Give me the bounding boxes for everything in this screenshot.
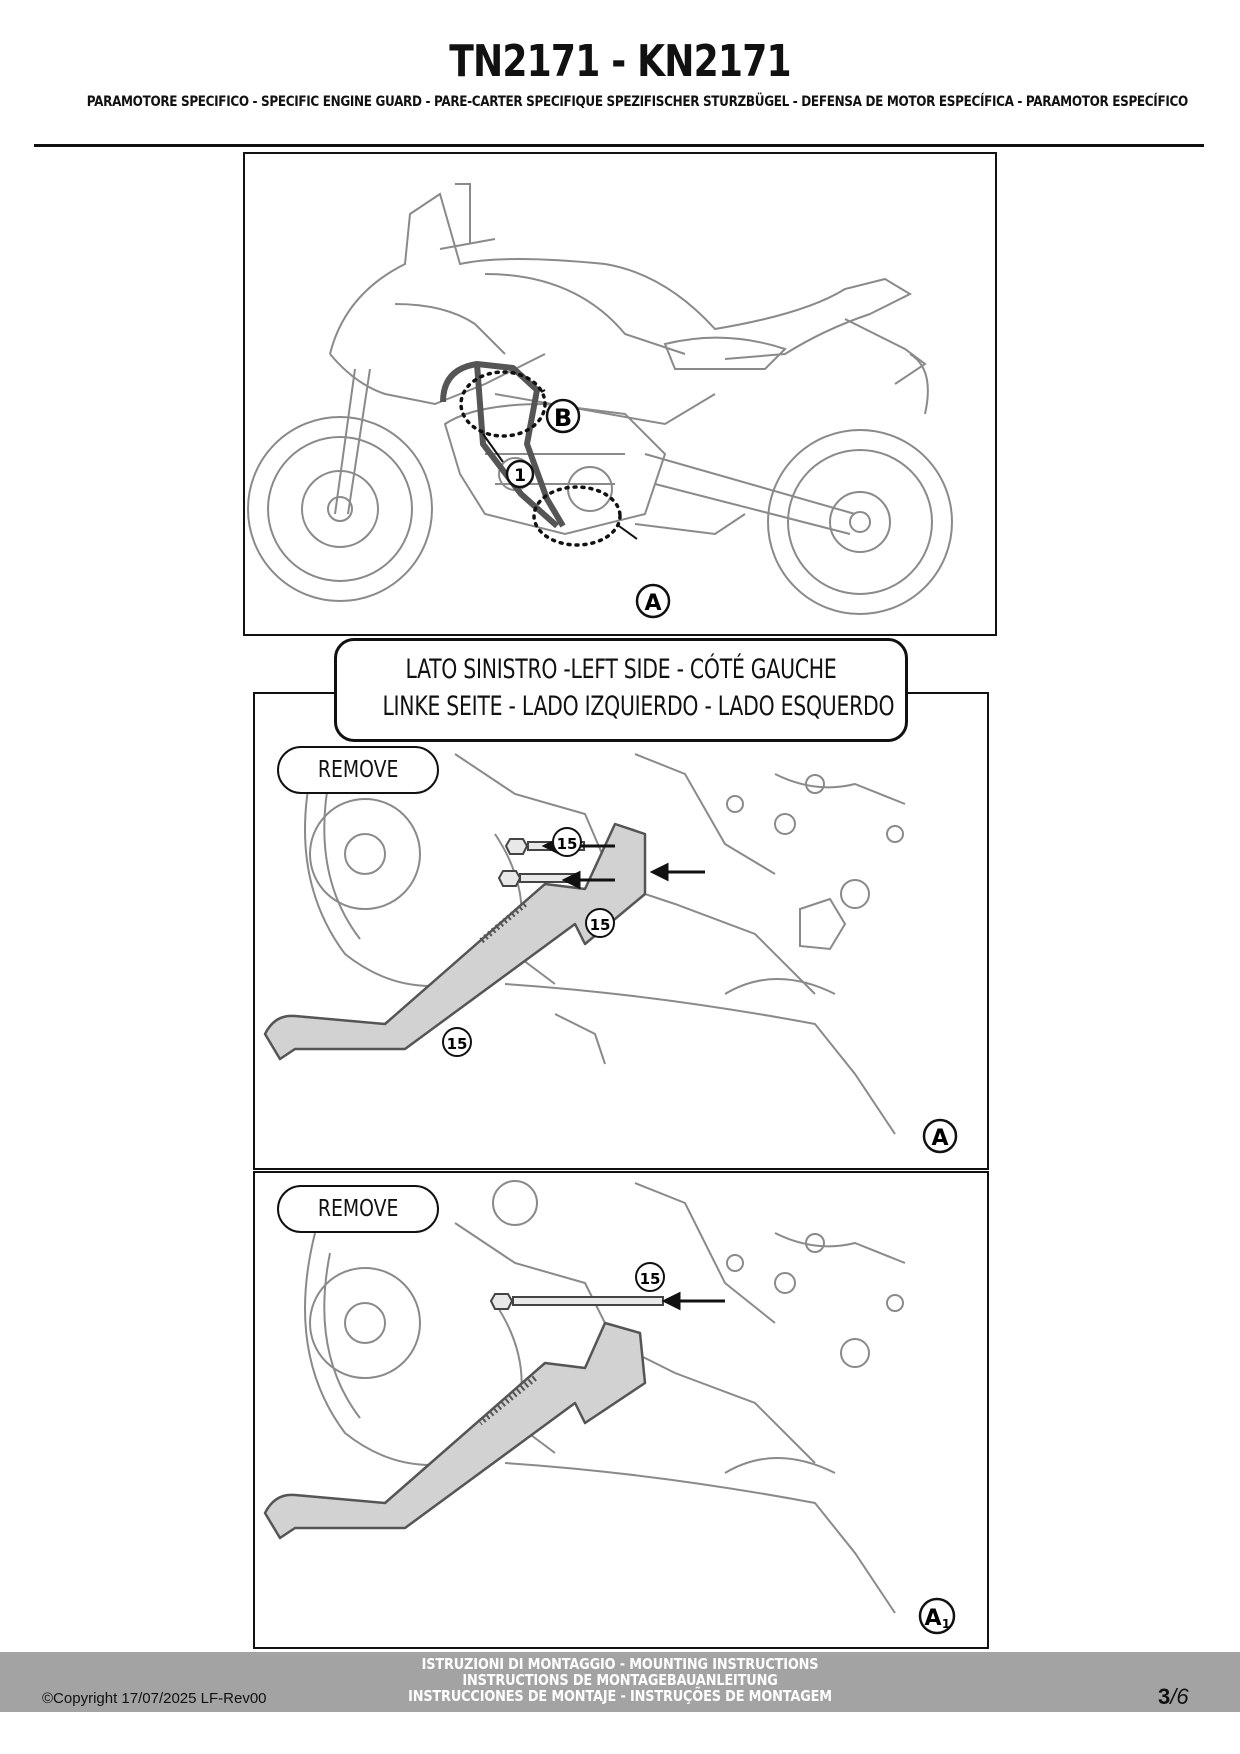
footer-line-2: INSTRUCTIONS DE MONTAGEBAUANLEITUNG bbox=[462, 1671, 778, 1689]
side-stand bbox=[263, 822, 647, 1061]
side-stand bbox=[263, 1321, 647, 1540]
detail-a1-panel: REMOVE bbox=[253, 1171, 989, 1649]
callout-b-letter: B bbox=[554, 404, 572, 432]
part-1-number: 1 bbox=[514, 466, 526, 486]
screw-badge-3: 15 bbox=[442, 1027, 472, 1057]
screw-badge-2: 15 bbox=[585, 908, 615, 938]
callout-a-badge: A bbox=[635, 583, 671, 619]
copyright-notice: ©Copyright 17/07/2025 LF-Rev00 bbox=[42, 1690, 267, 1707]
detail-a1-letter: A bbox=[924, 1606, 941, 1631]
detail-a-panel: REMOVE bbox=[253, 692, 989, 1170]
detail-a-letter: A bbox=[931, 1126, 948, 1151]
remove-label: REMOVE bbox=[277, 1185, 439, 1233]
callout-b-badge: B bbox=[545, 398, 581, 434]
remove-label: REMOVE bbox=[277, 746, 439, 794]
detail-a1-drawing: 15 A 1 bbox=[263, 1180, 956, 1635]
side-label-box: LATO SINISTRO -LEFT SIDE - CÓTÉ GAUCHE L… bbox=[334, 638, 908, 742]
screw-number: 15 bbox=[557, 835, 578, 853]
page-number: 3/6 bbox=[1158, 1684, 1189, 1710]
detail-a-corner-badge: A bbox=[922, 1118, 958, 1154]
page-current: 3 bbox=[1158, 1684, 1171, 1709]
motorcycle-overview-drawing: B A 1 bbox=[247, 183, 953, 619]
overview-illustration-panel: B A 1 bbox=[243, 152, 997, 636]
detail-a1-subscript: 1 bbox=[942, 1617, 950, 1631]
page-total: /6 bbox=[1170, 1684, 1189, 1709]
callout-a-letter: A bbox=[644, 591, 661, 616]
screw-number: 15 bbox=[447, 1035, 468, 1053]
rear-wheel bbox=[767, 429, 953, 615]
engine-guard-part bbox=[440, 361, 566, 529]
part-1-badge: 1 bbox=[505, 459, 535, 489]
header-divider bbox=[34, 144, 1204, 147]
detail-a-callout bbox=[532, 485, 622, 547]
detail-b-callout bbox=[459, 370, 547, 438]
side-label-line-1: LATO SINISTRO -LEFT SIDE - CÓTÉ GAUCHE bbox=[405, 654, 837, 685]
footer-line-1: ISTRUZIONI DI MONTAGGIO - MOUNTING INSTR… bbox=[421, 1655, 819, 1673]
document-subtitle: PARAMOTORE SPECIFICO - SPECIFIC ENGINE G… bbox=[86, 94, 1188, 110]
footer-instructions: ISTRUZIONI DI MONTAGGIO - MOUNTING INSTR… bbox=[0, 1656, 1240, 1704]
screw-number: 15 bbox=[640, 1270, 661, 1288]
screw-badge-1: 15 bbox=[635, 1262, 665, 1292]
footer-bar bbox=[0, 1652, 1240, 1712]
screw-badge-1: 15 bbox=[552, 827, 582, 857]
document-title: TN2171 - KN2171 bbox=[449, 36, 791, 87]
footer-line-3: INSTRUCCIONES DE MONTAJE - INSTRUÇÕES DE… bbox=[408, 1687, 832, 1705]
detail-a-drawing: 15 15 15 A bbox=[263, 753, 958, 1154]
screw-number: 15 bbox=[590, 916, 611, 934]
side-label-line-2: LINKE SEITE - LADO IZQUIERDO - LADO ESQU… bbox=[382, 691, 895, 722]
front-wheel bbox=[247, 416, 433, 602]
detail-a1-corner-badge: A 1 bbox=[918, 1597, 956, 1635]
